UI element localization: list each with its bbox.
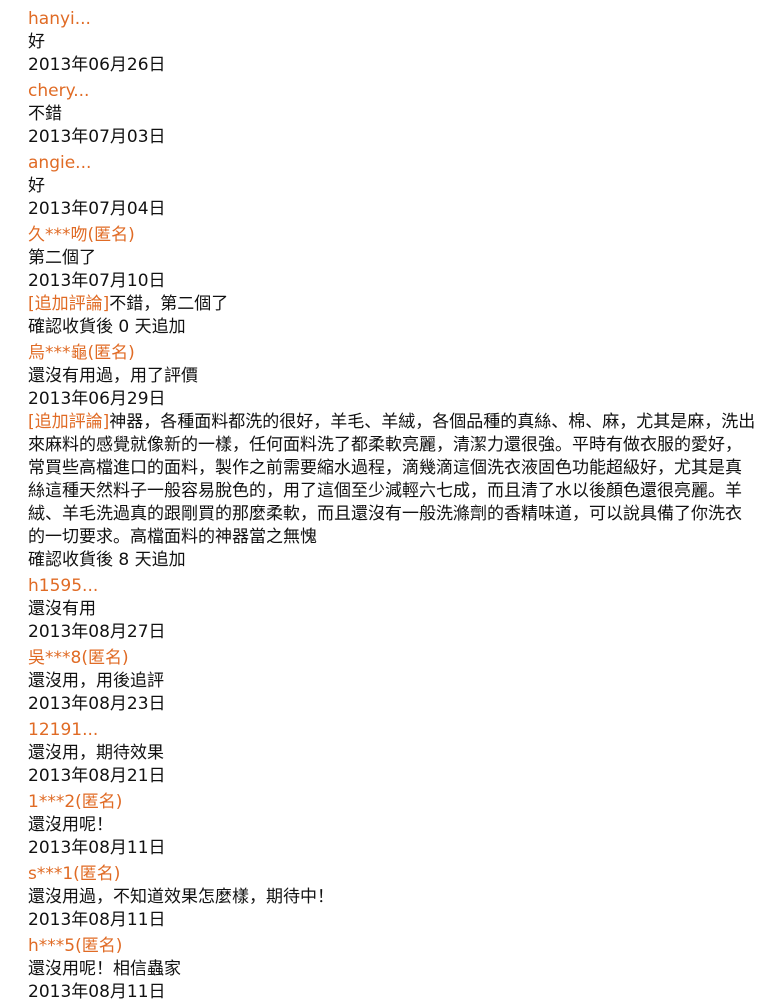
review-date: 2013年08月27日	[28, 622, 166, 642]
review-item: s***1(匿名) 還沒用過，不知道效果怎麼樣，期待中！ 2013年08月11日	[28, 863, 756, 932]
review-item: 烏***龜(匿名) 還沒有用過，用了評價 2013年06月29日 [追加評論]神…	[28, 342, 756, 572]
review-item: angie... 好 2013年07月04日	[28, 152, 756, 221]
review-date: 2013年08月23日	[28, 694, 166, 714]
review-author: h1595...	[28, 576, 99, 596]
review-author: 12191...	[28, 720, 99, 740]
review-author: 1***2(匿名)	[28, 792, 123, 812]
review-author: 吳***8(匿名)	[28, 648, 129, 668]
review-date: 2013年06月26日	[28, 55, 166, 75]
review-content: 還沒用呢！相信蟲家	[28, 959, 181, 979]
review-content: 好	[28, 176, 45, 196]
review-date: 2013年08月21日	[28, 766, 166, 786]
append-review: [追加評論]不錯，第二個了	[28, 293, 756, 316]
review-author: h***5(匿名)	[28, 936, 123, 956]
review-date: 2013年07月04日	[28, 199, 166, 219]
review-date: 2013年07月03日	[28, 127, 166, 147]
review-item: 1***2(匿名) 還沒用呢！ 2013年08月11日	[28, 791, 756, 860]
review-author: 烏***龜(匿名)	[28, 343, 135, 363]
review-author: angie...	[28, 153, 92, 173]
review-item: chery... 不錯 2013年07月03日	[28, 80, 756, 149]
review-item: 吳***8(匿名) 還沒用，用後追評 2013年08月23日	[28, 647, 756, 716]
review-content: 還沒用，用後追評	[28, 671, 164, 691]
review-content: 不錯	[28, 104, 62, 124]
review-item: h1595... 還沒有用 2013年08月27日	[28, 575, 756, 644]
review-item: hanyi... 好 2013年06月26日	[28, 8, 756, 77]
review-author: chery...	[28, 81, 90, 101]
review-content: 還沒有用	[28, 599, 96, 619]
review-date: 2013年08月11日	[28, 838, 166, 858]
review-content: 還沒用，期待效果	[28, 743, 164, 763]
append-review-footer: 確認收貨後 8 天追加	[28, 550, 186, 570]
review-author: hanyi...	[28, 9, 91, 29]
review-item: 久***吻(匿名) 第二個了 2013年07月10日 [追加評論]不錯，第二個了…	[28, 224, 756, 339]
review-content: 第二個了	[28, 248, 96, 268]
append-review-tag: [追加評論]	[28, 412, 110, 432]
review-content: 還沒有用過，用了評價	[28, 366, 198, 386]
review-date: 2013年08月11日	[28, 982, 166, 1002]
review-author: 久***吻(匿名)	[28, 225, 135, 245]
review-date: 2013年06月29日	[28, 389, 166, 409]
review-author: s***1(匿名)	[28, 864, 121, 884]
append-review-tag: [追加評論]	[28, 294, 110, 314]
review-date: 2013年07月10日	[28, 271, 166, 291]
review-content: 還沒用過，不知道效果怎麼樣，期待中！	[28, 887, 334, 907]
append-review: [追加評論]神器，各種面料都洗的很好，羊毛、羊絨，各個品種的真絲、棉、麻，尤其是…	[28, 411, 756, 549]
append-review-footer: 確認收貨後 0 天追加	[28, 317, 186, 337]
review-item: 12191... 還沒用，期待效果 2013年08月21日	[28, 719, 756, 788]
review-item: h***5(匿名) 還沒用呢！相信蟲家 2013年08月11日	[28, 935, 756, 1004]
review-content: 好	[28, 32, 45, 52]
append-review-content: 不錯，第二個了	[109, 294, 229, 314]
append-review-content: 神器，各種面料都洗的很好，羊毛、羊絨，各個品種的真絲、棉、麻，尤其是麻，洗出來麻…	[28, 412, 756, 547]
review-content: 還沒用呢！	[28, 815, 113, 835]
review-date: 2013年08月11日	[28, 910, 166, 930]
